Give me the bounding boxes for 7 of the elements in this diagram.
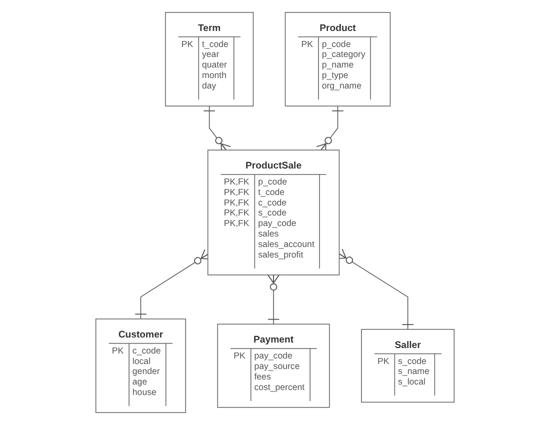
node-box: Customer PK c_code local gender age house: [95, 318, 186, 413]
node-box: Product PK p_code p_category p_name p_type org_name: [284, 12, 391, 106]
node-box: ProductSale PK,FK PK,FK PK,FK PK,FK PK,FK p_code t_code c_code s_code pay_code sales sales_account sales_profit: [207, 150, 340, 276]
connector: [267, 274, 280, 325]
node-box: Payment PK pay_code pay_source fees cost_percent: [217, 324, 330, 408]
node-box: Term PK t_code year quater month day: [165, 12, 254, 106]
node-box: Saller PK s_code s_name s_local: [361, 328, 455, 403]
